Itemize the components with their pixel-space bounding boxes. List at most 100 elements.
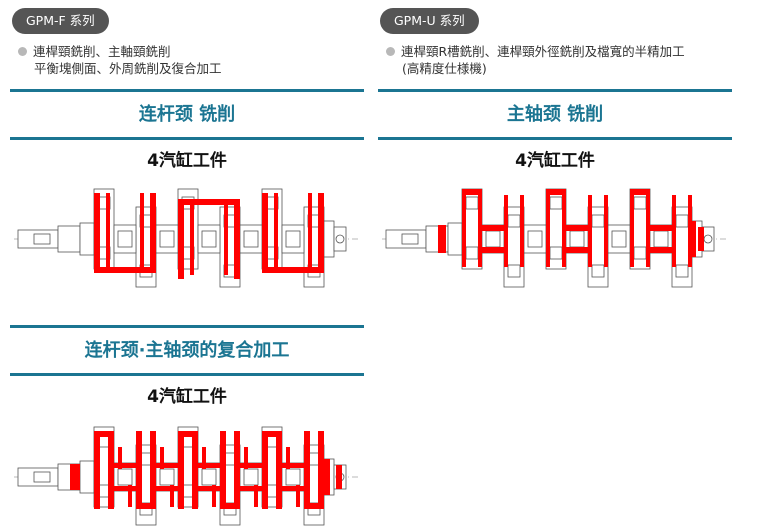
gpm-f-description: 連桿頸銑削、主軸頸銑削 平衡塊側面、外周銑削及復合加工	[18, 43, 222, 77]
machined-area	[178, 199, 240, 205]
journal-groove	[117, 468, 133, 486]
machined-area	[262, 431, 268, 509]
machined-area	[546, 195, 550, 267]
machined-area	[70, 464, 80, 490]
flange-bolt-icon	[335, 234, 345, 244]
flange-bolt-icon	[703, 234, 713, 244]
web-detail	[465, 246, 479, 260]
machined-area	[318, 431, 324, 509]
machined-area	[504, 195, 508, 267]
journal-groove	[243, 468, 259, 486]
journal-groove	[117, 230, 133, 248]
machined-area	[136, 503, 156, 509]
machined-area	[150, 193, 156, 273]
journal-groove	[243, 230, 259, 248]
machined-area	[588, 195, 592, 267]
gpm-u-desc-line1: 連桿頸R槽銑削、連桿頸外徑銑削及檔寬的半精加工	[401, 44, 685, 59]
machined-area	[234, 431, 240, 509]
front-step	[447, 222, 463, 256]
machined-area	[128, 485, 132, 507]
workpiece-label: 4汽缸工件	[147, 387, 227, 407]
journal-groove	[159, 230, 175, 248]
machined-area	[178, 431, 184, 509]
machined-area	[212, 485, 216, 507]
journal-groove	[201, 468, 217, 486]
machined-area	[698, 227, 704, 251]
journal-groove	[653, 230, 669, 248]
machined-area	[114, 463, 136, 468]
machined-area	[160, 447, 164, 469]
machined-area	[234, 199, 240, 279]
machined-area	[240, 486, 262, 491]
section-rule-top	[10, 89, 364, 92]
web-detail	[507, 264, 521, 278]
gpm-u-description: 連桿頸R槽銑削、連桿頸外徑銑削及檔寬的半精加工 (高精度仕様機)	[386, 43, 685, 77]
machined-area	[198, 463, 220, 468]
workpiece-label: 4汽缸工件	[147, 151, 227, 171]
gpm-f-desc-line2: 平衡塊側面、外周銑削及復合加工	[34, 61, 222, 76]
machined-area	[520, 195, 524, 267]
machined-area	[478, 195, 482, 267]
gpm-f-desc-line1: 連桿頸銑削、主軸頸銑削	[33, 44, 171, 59]
machined-area	[94, 431, 100, 509]
journal-groove	[611, 230, 627, 248]
journal-groove	[485, 230, 501, 248]
series-badge-gpm-u: GPM-U 系列	[380, 8, 479, 34]
machined-area	[274, 193, 278, 269]
section-combined-machining: 连杆颈·主轴颈的复合加工 4汽缸工件	[10, 325, 364, 526]
machined-area	[140, 193, 144, 269]
machined-area	[318, 193, 324, 273]
front-step	[79, 222, 95, 256]
machined-area	[150, 431, 156, 509]
machined-area	[282, 486, 304, 491]
machined-area	[304, 503, 324, 509]
machined-area	[308, 193, 312, 269]
machined-area	[692, 221, 696, 257]
front-step	[79, 460, 95, 494]
machined-area	[630, 195, 634, 267]
machined-area	[566, 247, 588, 253]
machined-area	[190, 199, 194, 275]
section-rule-bottom	[378, 137, 732, 140]
journal-groove	[285, 230, 301, 248]
section-journal-milling: 主轴颈 铣削 4汽缸工件	[378, 89, 732, 288]
series-badge-gpm-f: GPM-F 系列	[12, 8, 109, 34]
machined-area	[178, 199, 184, 279]
machined-area	[286, 447, 290, 469]
machined-area	[324, 459, 330, 495]
machined-area	[630, 189, 650, 195]
machined-area	[262, 193, 268, 273]
machined-area	[244, 447, 248, 469]
web-detail	[591, 264, 605, 278]
machined-area	[114, 486, 136, 491]
machined-area	[178, 431, 198, 437]
web-detail	[633, 196, 647, 210]
web-detail	[591, 214, 605, 228]
section-rule-top	[10, 325, 364, 328]
section-title: 连杆颈 铣削	[138, 104, 236, 125]
web-detail	[675, 214, 689, 228]
journal-groove	[159, 468, 175, 486]
machined-area	[240, 463, 262, 468]
machined-area	[254, 485, 258, 507]
workpiece-label: 4汽缸工件	[515, 151, 595, 171]
machined-area	[94, 431, 114, 437]
machined-area	[282, 463, 304, 468]
machined-area	[650, 247, 672, 253]
machined-area	[262, 267, 324, 273]
web-detail	[549, 246, 563, 260]
shaft-keyway	[33, 233, 51, 245]
machined-area	[192, 431, 198, 509]
shaft-keyway	[401, 233, 419, 245]
machined-area	[672, 195, 676, 267]
machined-area	[276, 431, 282, 509]
web-detail	[675, 264, 689, 278]
machined-area	[118, 447, 122, 469]
machined-area	[296, 485, 300, 507]
machined-area	[262, 431, 282, 437]
machined-area	[106, 193, 110, 269]
machined-area	[438, 225, 446, 253]
machined-area	[170, 485, 174, 507]
machined-area	[604, 195, 608, 267]
machined-area	[156, 463, 178, 468]
